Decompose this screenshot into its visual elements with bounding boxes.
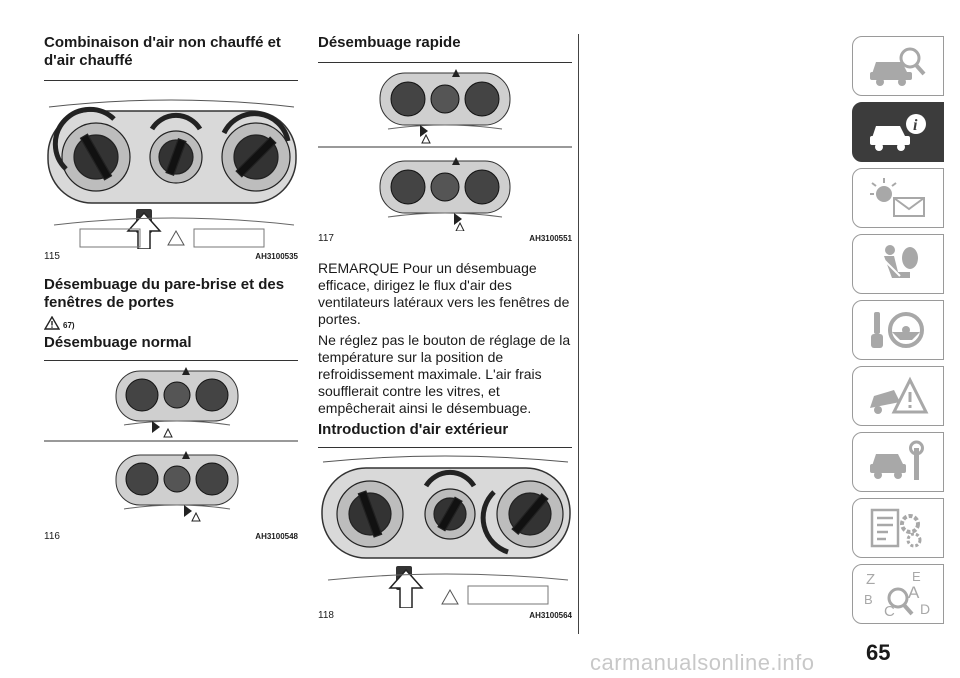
specifications-gear-icon [870, 508, 922, 548]
sidebar-tab-car-search[interactable] [852, 36, 944, 96]
sidebar-tab-emergency[interactable] [852, 366, 944, 426]
figure-top-rule [318, 62, 572, 63]
key-steering-icon [871, 312, 924, 348]
figure-116: 116 AH3100548 [44, 361, 298, 542]
figure-118-illustration [321, 455, 571, 608]
car-search-icon [870, 47, 926, 86]
right-column: Désembuage rapide [318, 0, 572, 621]
heading-combinaison: Combinaison d'air non chauffé et d'air c… [44, 34, 281, 69]
index-letter: A [908, 583, 920, 602]
column-divider [578, 34, 579, 634]
index-letter: C [884, 603, 895, 620]
sidebar-tab-car-info[interactable]: i [852, 102, 944, 162]
warning-triangle-icon [44, 316, 60, 330]
heading-introduction-air: Introduction d'air extérieur [318, 421, 509, 438]
warning-reference: 67) [44, 316, 298, 330]
index-letter: D [920, 601, 930, 617]
figure-117-caption: 117 AH3100551 [318, 233, 572, 244]
car-accident-warning-icon [870, 376, 929, 414]
left-column: Combinaison d'air non chauffé et d'air c… [44, 0, 298, 542]
paragraph-remarque: REMARQUE Pour un désembuage efficace, di… [318, 260, 570, 327]
heading-desembuage-rapide: Désembuage rapide [318, 34, 461, 51]
svg-text:i: i [913, 117, 918, 134]
paragraph-reglage: Ne réglez pas le bouton de réglage de la… [318, 332, 571, 416]
heading-desembuage-normal: Désembuage normal [44, 334, 192, 351]
figure-115-caption: 115 AH3100535 [44, 251, 298, 262]
figure-118-caption: 118 AH3100564 [318, 610, 572, 621]
heading-desembuage: Désembuage du pare-brise et des fenêtres… [44, 276, 285, 311]
car-info-icon: i [870, 114, 926, 151]
alphabet-index-icon: Z E A B C D [864, 569, 930, 620]
figure-117: 117 AH3100551 [318, 63, 572, 244]
figure-top-rule [44, 80, 298, 81]
figure-number: 116 [44, 531, 60, 542]
figure-117-illustration [318, 69, 572, 231]
airbag-seat-icon [879, 245, 918, 278]
watermark: carmanualsonline.info [590, 650, 815, 675]
figure-number: 118 [318, 610, 334, 621]
figure-top-rule [318, 447, 572, 448]
figure-116-illustration [44, 367, 298, 522]
figure-code: AH3100551 [529, 234, 572, 243]
sidebar-tab-specifications[interactable] [852, 498, 944, 558]
car-wrench-icon [870, 440, 924, 480]
page-number: 65 [866, 640, 891, 665]
sidebar-tab-maintenance[interactable] [852, 432, 944, 492]
warning-ref-text: 67) [63, 321, 75, 330]
figure-115-illustration [47, 99, 297, 249]
figure-code: AH3100535 [255, 252, 298, 261]
warning-light-message-icon [870, 178, 925, 217]
figure-number: 115 [44, 251, 60, 262]
figure-116-caption: 116 AH3100548 [44, 531, 298, 542]
sidebar-tab-index[interactable]: Z E A B C D [852, 564, 944, 624]
index-letter: E [912, 569, 921, 584]
index-letter: Z [866, 571, 875, 588]
figure-code: AH3100548 [255, 532, 298, 541]
sidebar-tab-starting[interactable] [852, 300, 944, 360]
figure-115: 115 AH3100535 [44, 81, 298, 262]
figure-top-rule [44, 360, 298, 361]
sidebar-tab-safety[interactable] [852, 234, 944, 294]
sidebar-tab-warning-lights[interactable] [852, 168, 944, 228]
figure-118: 118 AH3100564 [318, 448, 572, 621]
index-letter: B [864, 592, 873, 607]
figure-code: AH3100564 [529, 611, 572, 620]
figure-number: 117 [318, 233, 334, 244]
